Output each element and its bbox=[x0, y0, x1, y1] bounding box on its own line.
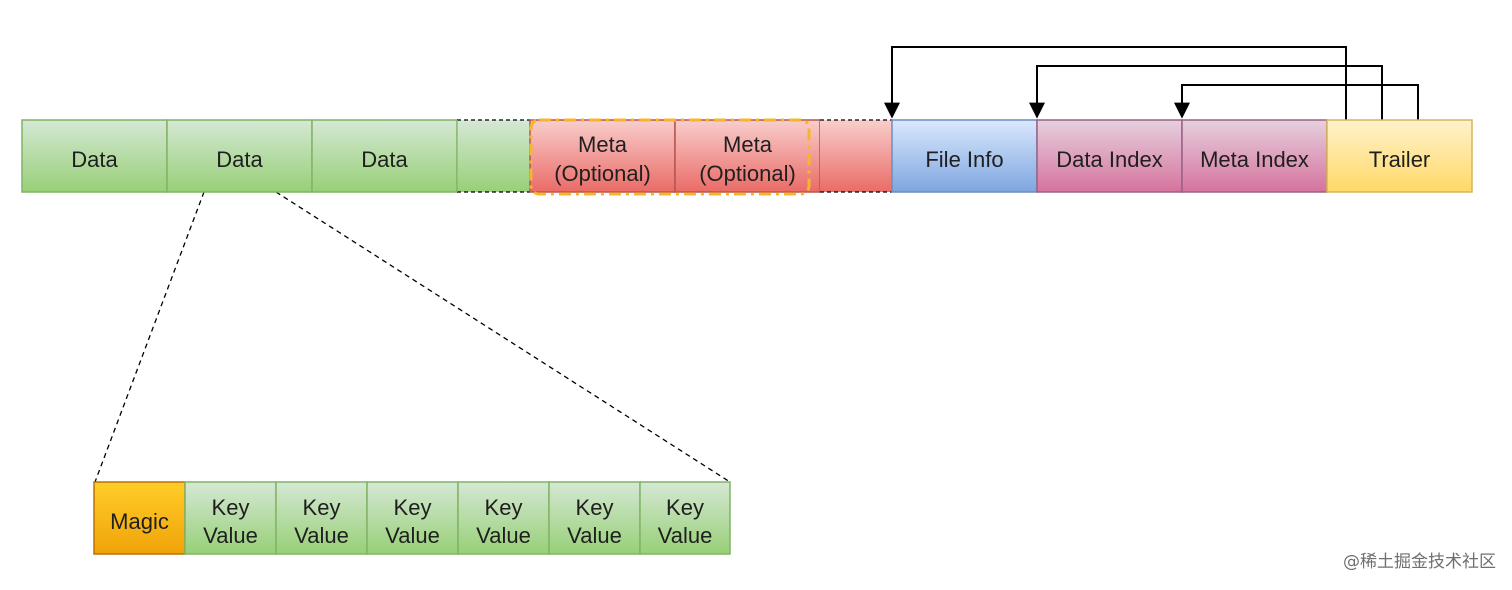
value-label: Value bbox=[476, 523, 531, 548]
key-value-block-1: Key Value bbox=[184, 481, 277, 555]
file-info-block: File Info bbox=[891, 119, 1038, 193]
key-value-block-6: Key Value bbox=[639, 481, 731, 555]
data-block-2-label: Data bbox=[216, 147, 263, 172]
key-label: Key bbox=[576, 495, 614, 520]
meta-block-2-label: Meta bbox=[723, 132, 773, 157]
meta-block-1-sublabel: (Optional) bbox=[554, 161, 651, 186]
meta-index-label: Meta Index bbox=[1200, 147, 1309, 172]
arrow-trailer-to-meta-index bbox=[1174, 84, 1419, 120]
watermark: @稀土掘金技术社区 bbox=[1343, 552, 1496, 572]
hfile-layout-row: Data Data Data Meta (Op bbox=[21, 118, 1473, 196]
zoom-lines bbox=[94, 191, 731, 483]
data-index-block: Data Index bbox=[1036, 119, 1183, 193]
data-block-1-label: Data bbox=[71, 147, 118, 172]
zoom-line-left bbox=[94, 191, 205, 483]
key-label: Key bbox=[394, 495, 432, 520]
trailer-pointer-arrows bbox=[884, 46, 1419, 120]
meta-index-block: Meta Index bbox=[1181, 119, 1328, 193]
meta-block-continuation bbox=[820, 119, 892, 193]
key-value-block-4: Key Value bbox=[457, 481, 550, 555]
key-label: Key bbox=[303, 495, 341, 520]
magic-label: Magic bbox=[110, 509, 169, 534]
key-label: Key bbox=[485, 495, 523, 520]
value-label: Value bbox=[385, 523, 440, 548]
arrow-trailer-to-data-index bbox=[1029, 65, 1383, 120]
trailer-label: Trailer bbox=[1369, 147, 1431, 172]
data-block-detail-row: Magic Key Value Key Value Key bbox=[93, 481, 731, 555]
value-label: Value bbox=[203, 523, 258, 548]
meta-block-1-label: Meta bbox=[578, 132, 628, 157]
key-value-block-5: Key Value bbox=[548, 481, 641, 555]
meta-optional-highlight bbox=[529, 118, 811, 196]
key-value-block-2: Key Value bbox=[275, 481, 368, 555]
value-label: Value bbox=[567, 523, 622, 548]
data-block-3-label: Data bbox=[361, 147, 408, 172]
meta-block-2-sublabel: (Optional) bbox=[699, 161, 796, 186]
value-label: Value bbox=[658, 523, 713, 548]
data-block-continuation bbox=[456, 119, 530, 193]
trailer-block: Trailer bbox=[1326, 119, 1473, 193]
value-label: Value bbox=[294, 523, 349, 548]
data-block-2: Data bbox=[166, 119, 313, 193]
data-block-3: Data bbox=[311, 119, 458, 193]
data-block-1: Data bbox=[21, 119, 168, 193]
key-label: Key bbox=[212, 495, 250, 520]
magic-block: Magic bbox=[93, 481, 186, 555]
zoom-line-right bbox=[275, 191, 731, 483]
arrow-trailer-to-file-info bbox=[884, 46, 1347, 120]
key-value-block-3: Key Value bbox=[366, 481, 459, 555]
file-info-label: File Info bbox=[925, 147, 1003, 172]
meta-block-2: Meta (Optional) bbox=[674, 119, 821, 193]
meta-block-1: Meta (Optional) bbox=[529, 119, 676, 193]
key-label: Key bbox=[666, 495, 704, 520]
data-index-label: Data Index bbox=[1056, 147, 1162, 172]
